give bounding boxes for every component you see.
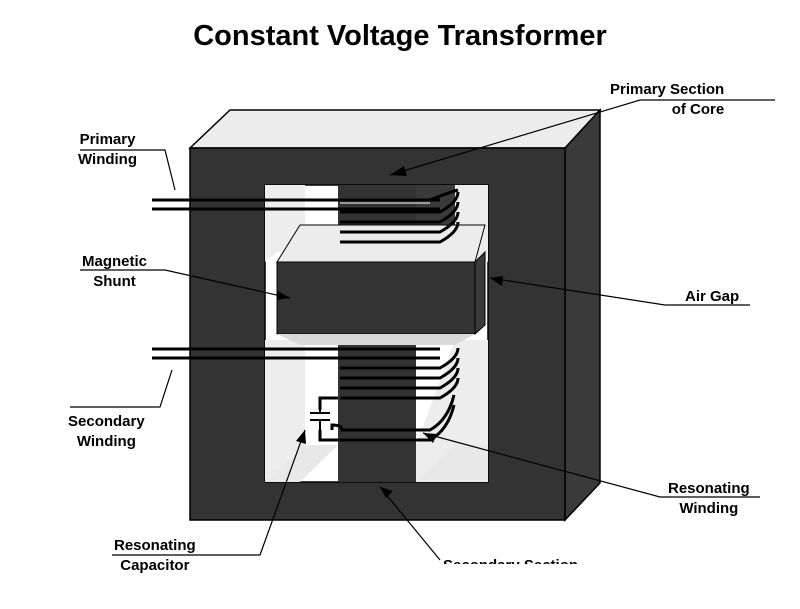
core-top-face xyxy=(188,109,602,149)
window-lower-left xyxy=(265,340,305,482)
label-primary-section: Primary Section of Core xyxy=(610,81,725,118)
leader-air-gap xyxy=(489,277,750,306)
leader-primary-section xyxy=(389,99,775,176)
label-secondary-section: Secondary Section xyxy=(443,556,578,564)
leader-magnetic-shunt xyxy=(80,269,291,299)
window-bottom-floor xyxy=(265,445,338,482)
label-magnetic-shunt: Magnetic Shunt xyxy=(82,253,148,290)
leader-secondary-section xyxy=(379,486,441,561)
label-resonating-winding: Resonating Winding xyxy=(668,480,750,517)
secondary-winding xyxy=(152,347,460,400)
label-air-gap: Air Gap xyxy=(685,288,740,305)
shunt-bottom-face xyxy=(277,334,475,345)
leader-lines xyxy=(70,99,775,561)
magnetic-shunt xyxy=(276,261,476,335)
resonating-capacitor xyxy=(310,400,330,432)
leader-primary-winding xyxy=(80,149,176,191)
leader-resonating-capacitor xyxy=(112,429,306,556)
label-secondary-winding: Secondary Winding xyxy=(68,413,145,450)
diagram-title: Constant Voltage Transformer xyxy=(193,20,607,52)
label-primary-winding: Primary Winding xyxy=(78,131,138,168)
label-resonating-capacitor: Resonating Capacitor xyxy=(114,537,196,574)
primary-winding xyxy=(152,188,460,244)
core-right-face xyxy=(564,108,601,522)
leader-secondary-winding xyxy=(70,369,173,408)
window-bottom-floor-right xyxy=(416,445,488,482)
shunt-side-face xyxy=(474,250,486,336)
arrowheads xyxy=(277,166,503,498)
leader-resonating-winding xyxy=(422,432,760,498)
